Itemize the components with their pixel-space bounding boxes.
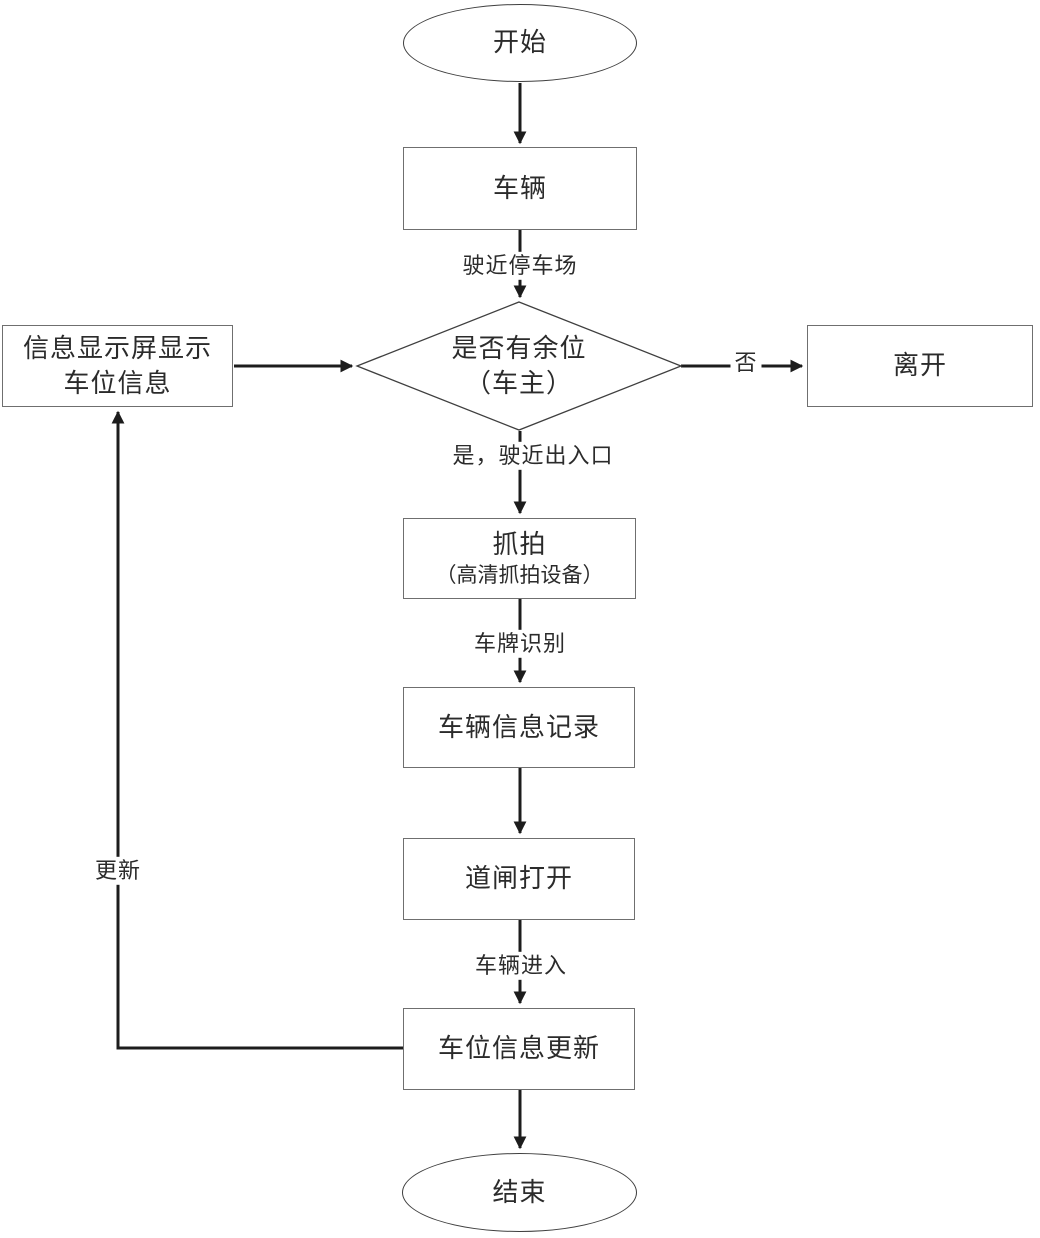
edge-label-update: 更新 — [90, 856, 146, 886]
capture-node-line2: （高清抓拍设备） — [435, 563, 604, 587]
record-node-label: 车辆信息记录 — [437, 711, 600, 742]
display-node-line2: 车位信息 — [63, 368, 172, 398]
capture-node: 抓拍 （高清抓拍设备） — [403, 518, 636, 599]
edge-label-approach-lot: 驶近停车场 — [458, 251, 582, 281]
decision-node-line2: （车主） — [464, 368, 573, 398]
connector-update-display — [111, 410, 403, 1050]
barrier-node-label: 道闸打开 — [464, 863, 573, 894]
capture-node-line1: 抓拍 — [492, 528, 547, 559]
vehicle-node-label: 车辆 — [492, 172, 547, 203]
start-node: 开始 — [403, 4, 637, 82]
decision-diamond-shape — [355, 301, 683, 431]
barrier-node: 道闸打开 — [403, 838, 635, 920]
vehicle-node: 车辆 — [403, 147, 637, 230]
update-node-label: 车位信息更新 — [437, 1033, 600, 1064]
edge-label-yes-entrance: 是，驶近出入口 — [448, 441, 618, 471]
display-node-line1: 信息显示屏显示 — [22, 332, 212, 363]
start-node-label: 开始 — [492, 27, 547, 58]
edge-label-plate-recognition: 车牌识别 — [469, 629, 571, 659]
update-node: 车位信息更新 — [403, 1008, 635, 1090]
display-node: 信息显示屏显示 车位信息 — [2, 325, 233, 407]
record-node: 车辆信息记录 — [403, 687, 635, 768]
end-node: 结束 — [402, 1153, 637, 1232]
decision-node-line1: 是否有余位 — [451, 332, 587, 363]
leave-node: 离开 — [807, 325, 1033, 407]
end-node-label: 结束 — [492, 1176, 547, 1207]
edge-label-no: 否 — [730, 348, 762, 378]
decision-node: 是否有余位 （车主） — [368, 312, 670, 420]
edge-label-vehicle-enter: 车辆进入 — [470, 951, 572, 981]
leave-node-label: 离开 — [892, 350, 947, 381]
